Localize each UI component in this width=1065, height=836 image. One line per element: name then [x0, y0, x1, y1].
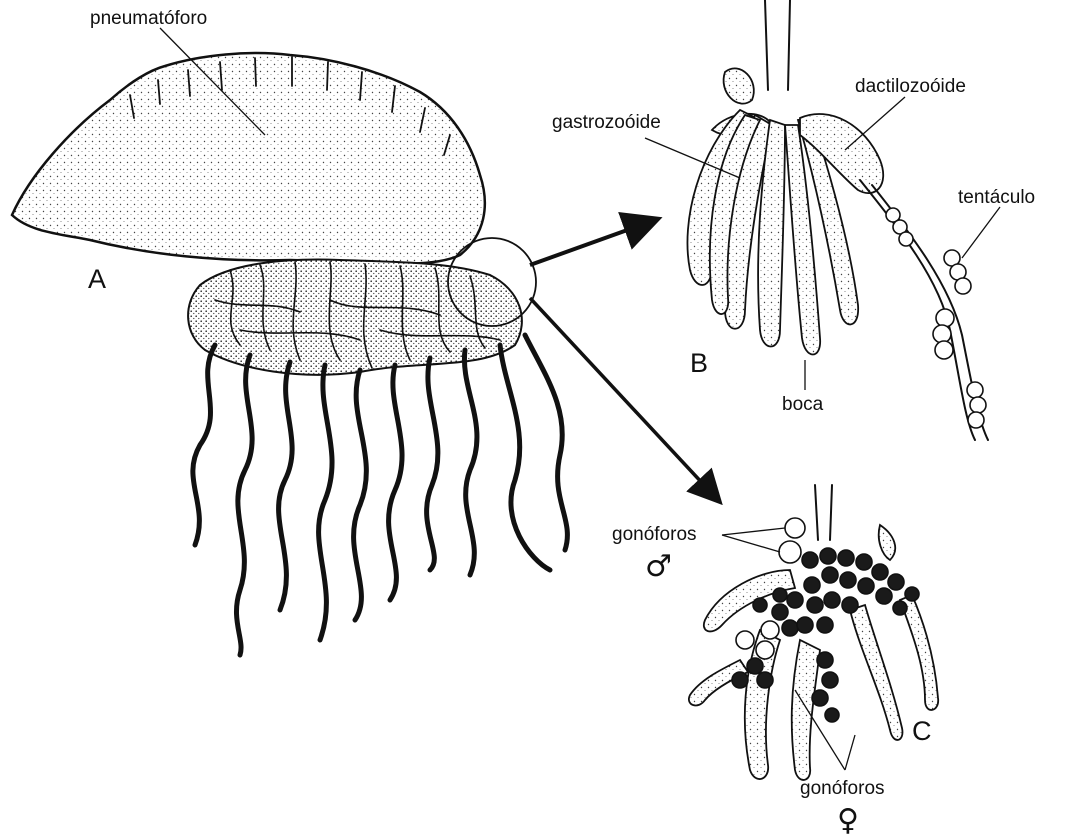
zooid-mass: [188, 260, 522, 375]
figure-b: gastrozoóide dactilozoóide tentáculo boc…: [552, 0, 1035, 440]
label-gonoforos-female: gonóforos: [800, 778, 885, 799]
figure-a: pneumatóforo A: [12, 8, 567, 655]
tentaculo-pointer: [962, 207, 1000, 258]
dactilozooide-pointer: [845, 97, 905, 150]
panel-label-a: A: [88, 264, 106, 294]
label-tentaculo: tentáculo: [958, 187, 1035, 208]
panel-label-b: B: [690, 348, 708, 378]
label-dactilozooide: dactilozoóide: [855, 76, 966, 97]
female-symbol: ♀: [837, 803, 859, 836]
long-tentacles: [193, 335, 568, 655]
tentacle-b: [860, 180, 988, 440]
figure-c: gonóforos ♂ gonóforos ♀ C: [612, 485, 938, 836]
pneumatophore-float: [12, 53, 485, 264]
male-symbol: ♂: [645, 549, 672, 584]
label-gonoforos-male: gonóforos: [612, 524, 697, 545]
label-boca: boca: [782, 394, 824, 415]
panel-label-c: C: [912, 716, 932, 746]
label-gastrozooide: gastrozoóide: [552, 112, 661, 133]
arrow-to-b: [530, 220, 655, 265]
gonoforos-male-pointers: [722, 528, 785, 552]
label-pneumatoforo: pneumatóforo: [90, 8, 207, 29]
bract-upper: [724, 68, 754, 103]
